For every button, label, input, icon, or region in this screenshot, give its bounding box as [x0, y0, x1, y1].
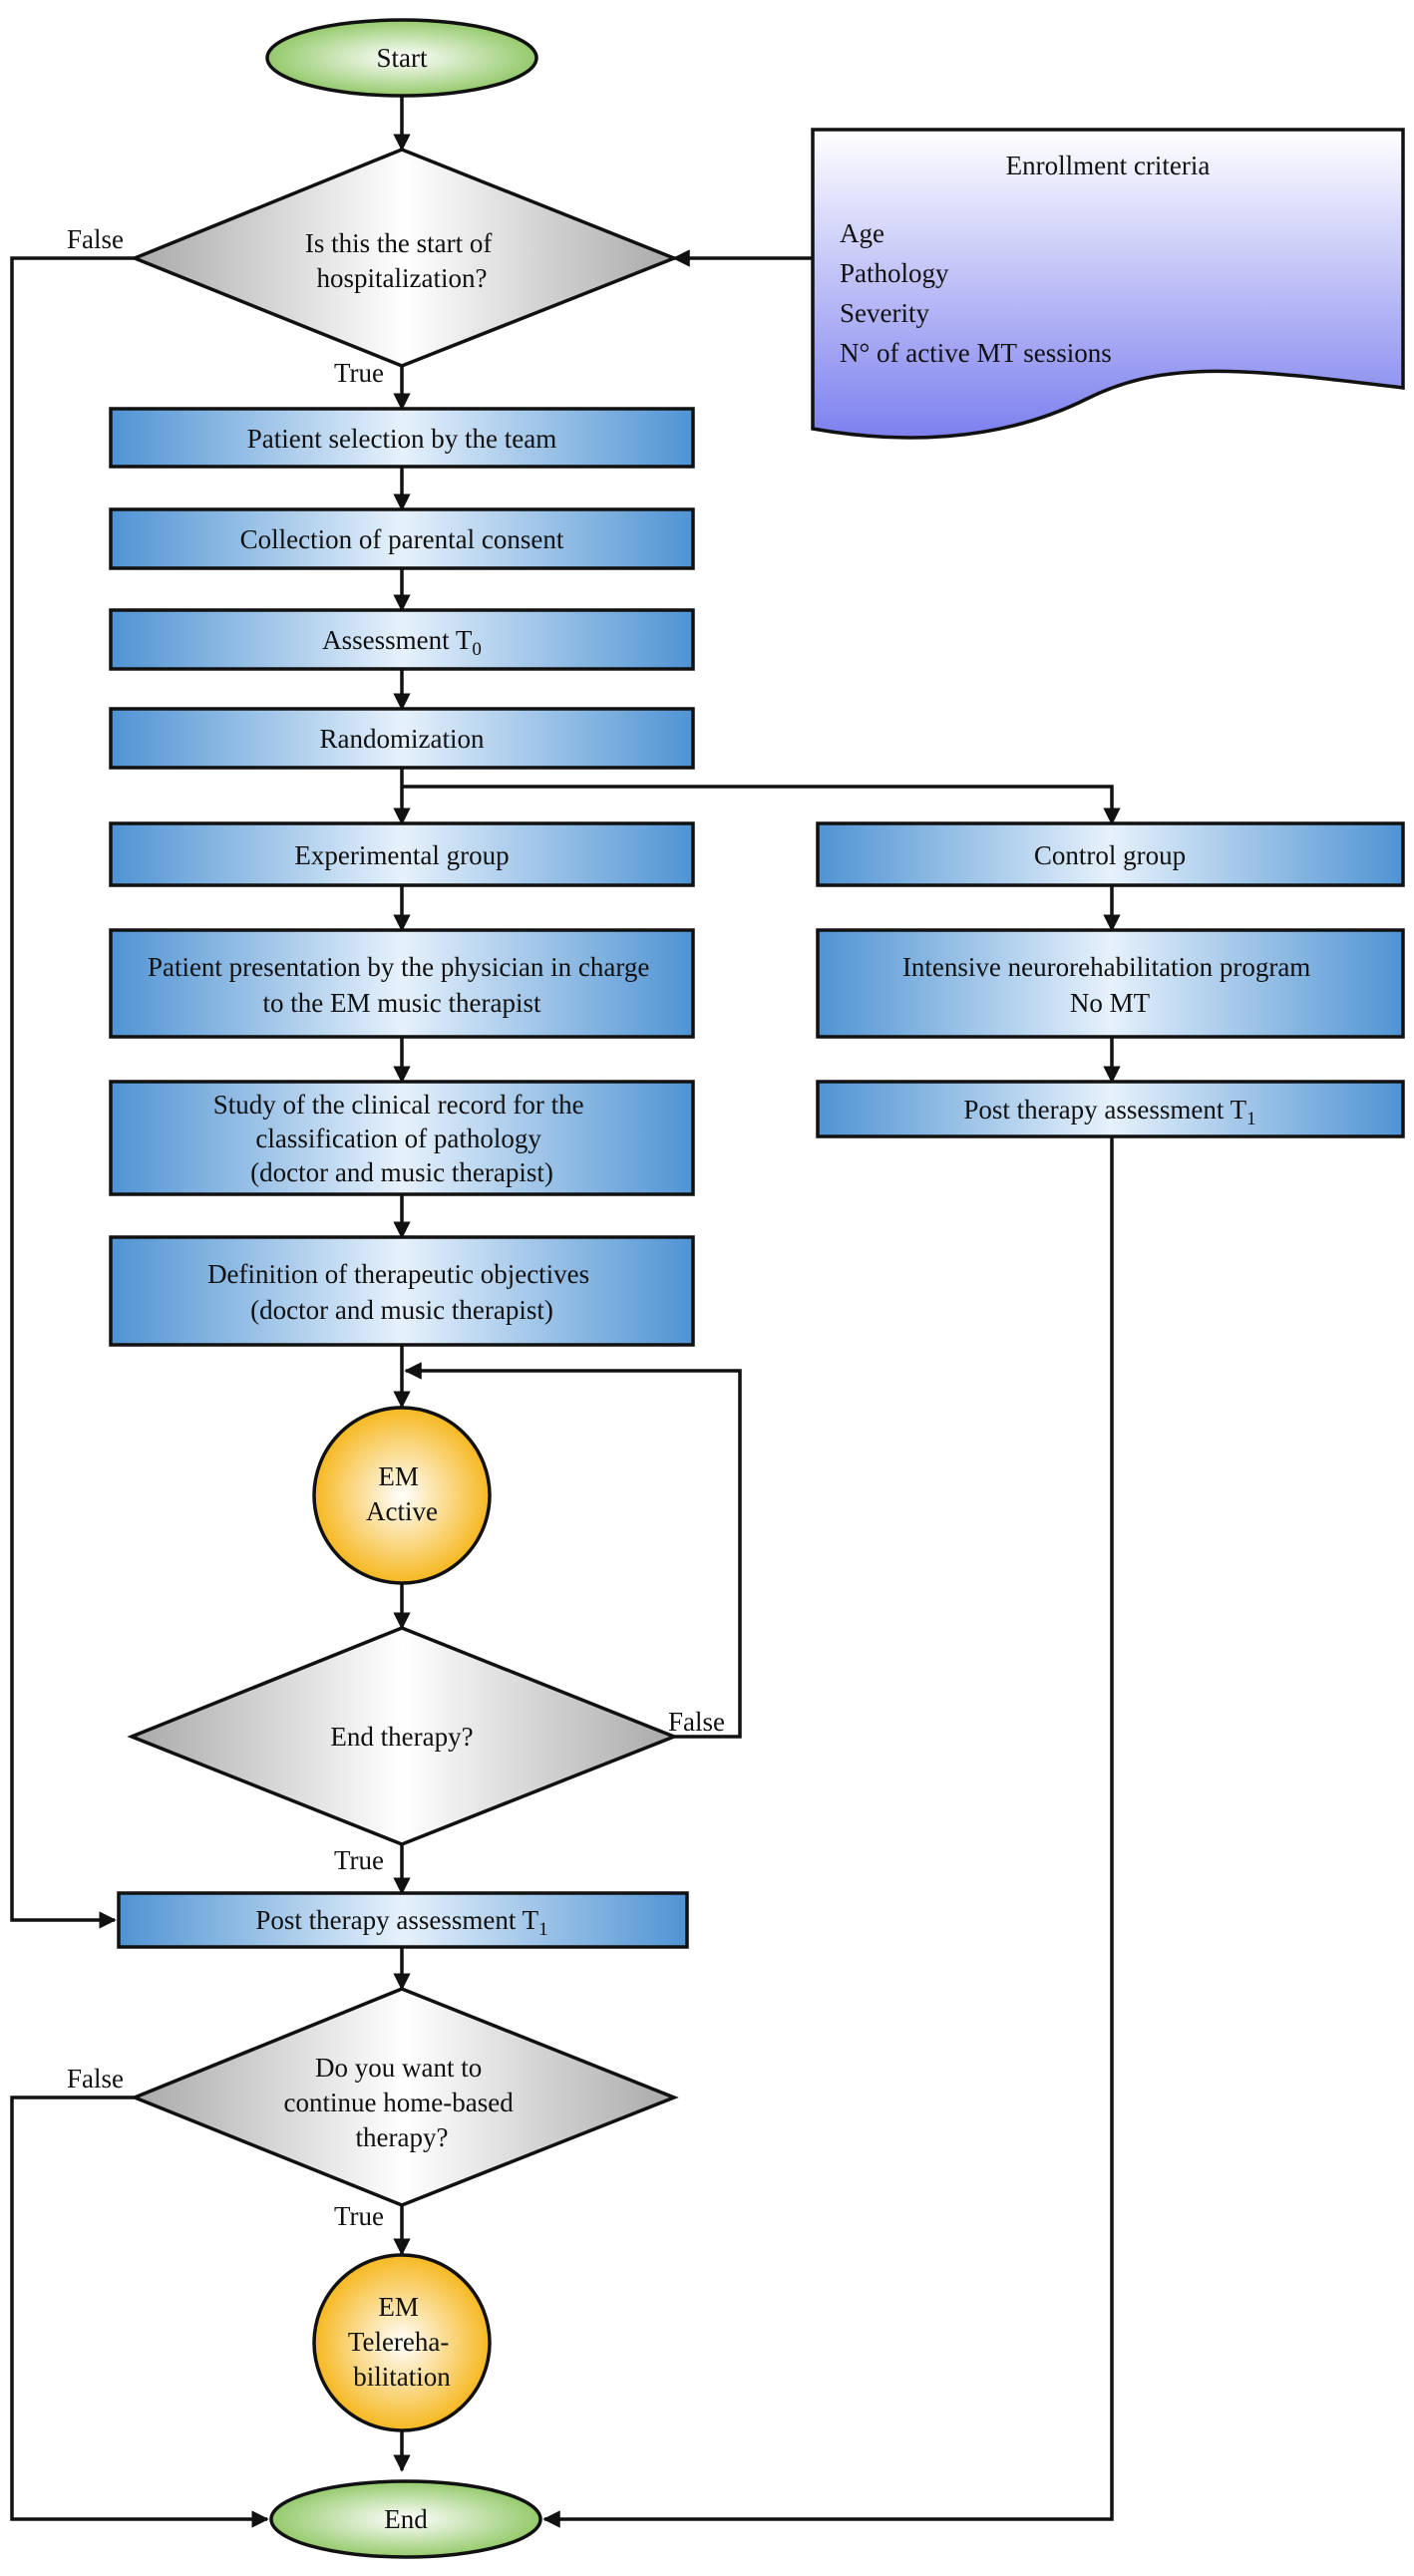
edge-q-end-false-loop: [404, 1362, 742, 1739]
patient-presentation-line-1: Patient presentation by the physician in…: [148, 952, 649, 982]
post-assessment-control-label: Post therapy assessment T1: [963, 1095, 1255, 1129]
study-record-line-1: Study of the clinical record for the: [213, 1090, 584, 1120]
process-parental-consent: Collection of parental consent: [109, 507, 695, 570]
patient-presentation-line-2: to the EM music therapist: [263, 988, 541, 1018]
enrollment-item-severity: Severity: [840, 298, 929, 328]
edge-random-to-control: [402, 785, 1121, 825]
enrollment-item-sessions: N° of active MT sessions: [840, 338, 1112, 368]
em-telerehab-line-1: EM: [378, 2292, 419, 2322]
em-telerehabilitation-circle: EM Telereha- bilitation: [312, 2253, 492, 2432]
process-study-clinical-record: Study of the clinical record for the cla…: [109, 1080, 695, 1196]
assessment-t0-subscript: 0: [472, 639, 482, 660]
decision-hospitalization-line-1: Is this the start of: [305, 228, 492, 258]
definition-objectives-line-1: Definition of therapeutic objectives: [207, 1259, 589, 1289]
decision-hospitalization-line-2: hospitalization?: [317, 263, 488, 293]
em-telerehab-line-3: bilitation: [353, 2362, 451, 2392]
decision-home-based-therapy: Do you want to continue home-based thera…: [130, 1987, 679, 2207]
label-hosp-true: True: [334, 358, 384, 388]
edge-q1-false-to-post: [10, 256, 135, 1929]
label-home-true: True: [334, 2201, 384, 2231]
start-terminal: Start: [265, 18, 538, 98]
end-terminal: End: [269, 2479, 542, 2559]
post-assessment-text: Post therapy assessment T: [255, 1905, 538, 1935]
label-home-false: False: [67, 2064, 124, 2093]
end-therapy-label: End therapy?: [330, 1722, 473, 1752]
intensive-program-label: Intensive neurorehabilitation program No…: [902, 952, 1317, 1018]
start-label: Start: [377, 43, 428, 73]
em-telerehab-line-2: Telereha-: [348, 2327, 450, 2357]
process-patient-presentation: Patient presentation by the physician in…: [109, 928, 695, 1039]
study-record-line-2: classification of pathology: [255, 1124, 541, 1153]
home-therapy-line-3: therapy?: [356, 2122, 449, 2152]
intensive-program-line-2: No MT: [1070, 988, 1151, 1018]
control-group-label: Control group: [1034, 840, 1186, 870]
edge-q-home-false-to-end: [10, 2095, 269, 2528]
edge-labels: False True False True False True: [67, 224, 725, 2231]
label-hosp-false: False: [67, 224, 124, 254]
process-post-assessment: Post therapy assessment T1: [117, 1891, 689, 1949]
post-assessment-label: Post therapy assessment T1: [255, 1905, 547, 1940]
experimental-group-label: Experimental group: [294, 840, 509, 870]
enrollment-item-age: Age: [840, 218, 884, 248]
process-experimental-group: Experimental group: [109, 821, 695, 887]
enrollment-title: Enrollment criteria: [1006, 151, 1211, 180]
em-active-circle: EM Active: [312, 1406, 492, 1585]
home-therapy-line-1: Do you want to: [315, 2053, 482, 2083]
process-control-group: Control group: [816, 821, 1405, 887]
study-record-line-3: (doctor and music therapist): [250, 1157, 553, 1187]
process-patient-selection: Patient selection by the team: [109, 407, 695, 469]
label-end-therapy-false: False: [668, 1707, 725, 1737]
definition-objectives-line-2: (doctor and music therapist): [250, 1295, 553, 1325]
post-assessment-subscript: 1: [538, 1919, 548, 1940]
parental-consent-label: Collection of parental consent: [240, 524, 564, 554]
em-active-line-2: Active: [366, 1496, 438, 1526]
edge-post-control-to-end: [542, 1136, 1114, 2528]
intensive-program-line-1: Intensive neurorehabilitation program: [902, 952, 1310, 982]
definition-objectives-label: Definition of therapeutic objectives (do…: [207, 1259, 596, 1325]
home-therapy-line-2: continue home-based: [284, 2088, 515, 2117]
decision-hospitalization-label: Is this the start of hospitalization?: [305, 228, 499, 293]
em-telerehab-label: EM Telereha- bilitation: [348, 2292, 456, 2392]
post-assessment-control-subscript: 1: [1246, 1109, 1256, 1129]
process-assessment-t0: Assessment T0: [109, 608, 695, 671]
patient-presentation-label: Patient presentation by the physician in…: [148, 952, 656, 1018]
label-end-therapy-true: True: [334, 1845, 384, 1875]
randomization-label: Randomization: [320, 724, 485, 754]
enrollment-item-pathology: Pathology: [840, 258, 949, 288]
em-active-line-1: EM: [378, 1461, 419, 1491]
assessment-t0-text: Assessment T: [322, 625, 473, 655]
process-intensive-neurorehabilitation: Intensive neurorehabilitation program No…: [816, 928, 1405, 1039]
patient-selection-label: Patient selection by the team: [247, 424, 556, 454]
process-randomization: Randomization: [109, 707, 695, 770]
study-record-label: Study of the clinical record for the cla…: [213, 1090, 591, 1187]
edges: [10, 96, 1121, 2528]
end-label: End: [384, 2504, 428, 2534]
decision-end-therapy: End therapy?: [127, 1626, 679, 1846]
process-definition-objectives: Definition of therapeutic objectives (do…: [109, 1235, 695, 1347]
home-therapy-label: Do you want to continue home-based thera…: [284, 2053, 521, 2152]
em-active-label: EM Active: [366, 1461, 438, 1526]
decision-start-of-hospitalization: Is this the start of hospitalization?: [130, 148, 679, 368]
process-post-assessment-control: Post therapy assessment T1: [816, 1080, 1405, 1138]
post-assessment-control-text: Post therapy assessment T: [963, 1095, 1246, 1125]
enrollment-criteria-document: Enrollment criteria Age Pathology Severi…: [811, 128, 1405, 440]
assessment-t0-label: Assessment T0: [322, 625, 482, 660]
